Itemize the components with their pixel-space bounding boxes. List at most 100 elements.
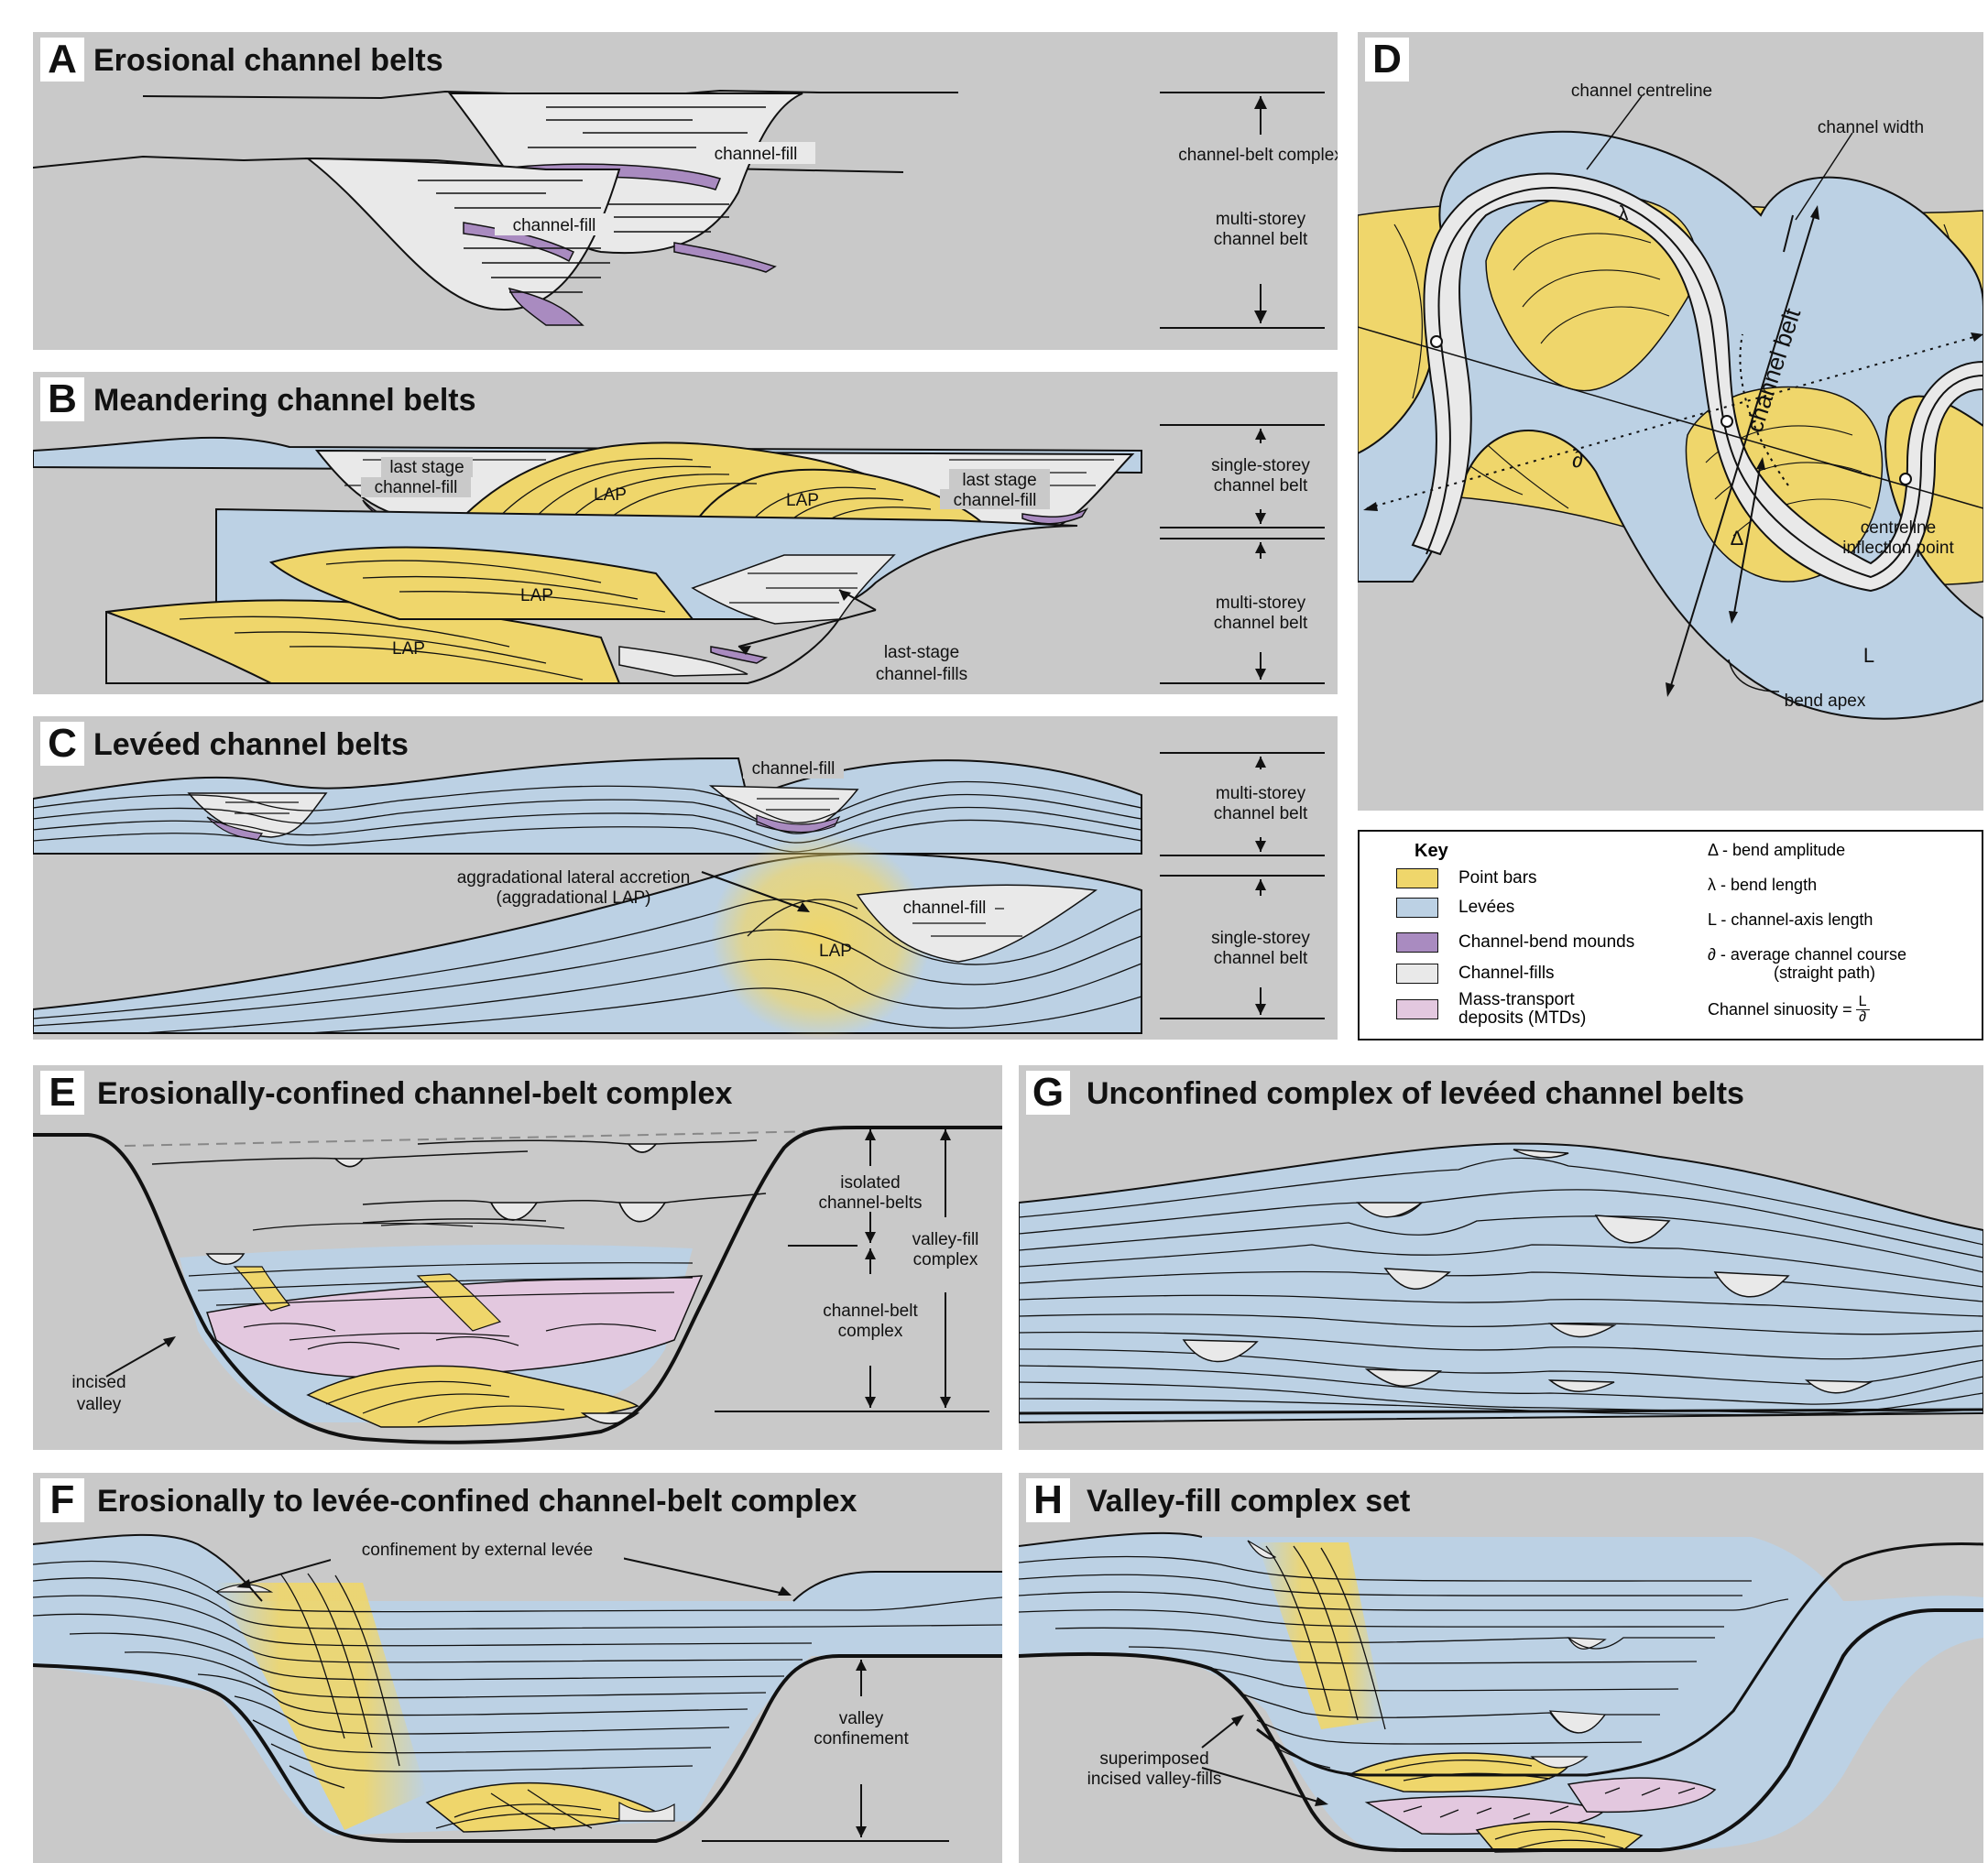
levees-swatch	[1396, 898, 1438, 918]
panel-c-aggr-1: aggradational lateral accretion	[457, 868, 691, 888]
panel-label-f: F	[40, 1477, 84, 1522]
panel-e-incised-2: valley	[77, 1395, 122, 1414]
panel-d-channel-centreline: channel centreline	[1571, 82, 1712, 101]
panel-e-isolated-1: isolated	[840, 1173, 901, 1193]
key-item-channel-fills: Channel-fills	[1396, 962, 1555, 986]
panel-a: A Erosional channel belts channel-fill c…	[33, 32, 1338, 350]
panel-label-a: A	[40, 37, 84, 82]
panel-label-b: B	[40, 376, 84, 421]
panel-b-last-stage-fills-a: last-stage	[884, 643, 959, 662]
panel-g-diagram	[1019, 1142, 1983, 1424]
panel-title-f: Erosionally to levée-confined channel-be…	[97, 1484, 857, 1519]
panel-a-scale: channel-belt complex	[1178, 146, 1338, 165]
panel-label-h: H	[1026, 1477, 1070, 1522]
panel-b-lap-3: LAP	[520, 586, 553, 605]
panel-b-lap-2: LAP	[786, 491, 819, 510]
panel-c: C Levéed channel belts	[33, 716, 1338, 1040]
panel-c-scale-top-1: multi-storey	[1216, 784, 1306, 803]
panel-c-scale-bot-1: single-storey	[1211, 929, 1310, 948]
panel-d-length: L	[1863, 644, 1874, 667]
panel-b-last-stage-2b: channel-fill	[954, 491, 1037, 510]
key-item-levees: Levées	[1396, 896, 1514, 920]
sinuosity-fraction: L ∂	[1855, 995, 1870, 1025]
panel-d-inflection-2: inflection point	[1842, 539, 1954, 558]
panel-a-fill-2: channel-fill	[513, 216, 596, 235]
key-item-mtds-text: Mass-transport deposits (MTDs)	[1458, 991, 1586, 1028]
key-def-straight: (straight path)	[1774, 964, 1876, 982]
panel-label-e: E	[40, 1070, 84, 1115]
panel-d-inflection-1: centreline	[1861, 518, 1936, 538]
panel-label-d: D	[1365, 37, 1409, 82]
sinuosity-denominator: ∂	[1859, 1009, 1867, 1025]
panel-f-valley-2: confinement	[814, 1729, 909, 1749]
key-def-delta: Δ - bend amplitude	[1708, 841, 1846, 859]
panel-b-last-stage-1b: channel-fill	[375, 478, 458, 497]
key-def-length: L - channel-axis length	[1708, 910, 1873, 929]
key-item-label: Mass-transport	[1458, 990, 1575, 1009]
panel-title-g: Unconfined complex of levéed channel bel…	[1087, 1076, 1744, 1111]
key-sinuosity-label: Channel sinuosity =	[1708, 1000, 1852, 1019]
panel-b-scale-bot-1: multi-storey	[1216, 594, 1306, 613]
panel-e-cbc-1: channel-belt	[823, 1302, 918, 1321]
mtds-swatch	[1396, 999, 1438, 1019]
panel-f-valley-1: valley	[839, 1709, 884, 1728]
panel-d-delta: Δ	[1731, 527, 1744, 550]
key-def-lambda: λ - bend length	[1708, 876, 1818, 894]
panel-f-confinement: confinement by external levée	[362, 1541, 593, 1560]
key-def-partial: ∂ - average channel course	[1708, 945, 1907, 964]
panel-c-scale-top-2: channel belt	[1214, 804, 1308, 823]
panel-e: E Erosionally-confined channel-belt comp…	[33, 1065, 1002, 1450]
key-item-label: Point bars	[1458, 868, 1537, 888]
panel-f: F Erosionally to levée-confined channel-…	[33, 1473, 1002, 1863]
panel-a-scale-paren-1: multi-storey	[1216, 210, 1306, 229]
panel-c-diagram: channel-fill channel-fill aggradational …	[33, 752, 1325, 1039]
panel-d-partial: ∂	[1572, 448, 1583, 473]
panel-label-g: G	[1026, 1070, 1070, 1115]
key-title: Key	[1415, 841, 1448, 861]
panel-b-last-stage-1a: last stage	[389, 458, 464, 477]
panel-h-superimposed-1: superimposed	[1099, 1749, 1208, 1769]
key-def-sinuosity: Channel sinuosity = L ∂	[1708, 995, 1870, 1025]
panel-d: D	[1358, 32, 1983, 811]
panel-e-valley-fill-2: complex	[913, 1250, 978, 1269]
panel-a-scale-paren-2: channel belt	[1214, 230, 1308, 249]
panel-d-channel-width: channel width	[1818, 118, 1924, 137]
key-item-point-bars: Point bars	[1396, 866, 1537, 890]
panel-b: B Meandering channel belts	[33, 372, 1338, 694]
panel-e-diagram: incised valley isolated channel-belts va…	[33, 1126, 1002, 1444]
panel-f-diagram: confinement by external levée valley con…	[33, 1533, 1002, 1843]
panel-title-b: Meandering channel belts	[93, 383, 476, 418]
key-item-channel-bend-mounds: Channel-bend mounds	[1396, 931, 1634, 954]
panel-a-diagram: channel-fill channel-fill channel-belt c…	[33, 89, 1338, 329]
panel-h-diagram: superimposed incised valley-fills	[1019, 1531, 1983, 1853]
panel-b-scale-bot-2: channel belt	[1214, 614, 1308, 633]
key-item-label-2: deposits (MTDs)	[1458, 1008, 1587, 1028]
panel-c-scale-bot-2: channel belt	[1214, 949, 1308, 968]
panel-b-lap-1: LAP	[594, 485, 627, 505]
panel-e-valley-fill-1: valley-fill	[912, 1230, 979, 1249]
panel-e-isolated-2: channel-belts	[818, 1193, 922, 1213]
panel-title-e: Erosionally-confined channel-belt comple…	[97, 1076, 733, 1111]
key-item-label: Channel-bend mounds	[1458, 932, 1635, 952]
key-item-label: Channel-fills	[1458, 964, 1555, 983]
panel-e-cbc-2: complex	[838, 1322, 903, 1341]
panel-h-superimposed-2: incised valley-fills	[1087, 1770, 1222, 1789]
panel-a-fill-1: channel-fill	[715, 145, 798, 164]
panel-d-lambda: λ	[1619, 202, 1629, 224]
panel-title-c: Levéed channel belts	[93, 727, 409, 762]
sinuosity-numerator: L	[1855, 995, 1870, 1010]
panel-label-c: C	[40, 721, 84, 766]
panel-b-diagram: last stage channel-fill last stage chann…	[33, 424, 1325, 684]
panel-b-scale-top-1: single-storey	[1211, 456, 1310, 475]
panel-c-aggr-2: (aggradational LAP)	[497, 888, 651, 908]
channel-bend-mounds-swatch	[1396, 932, 1438, 953]
channel-fills-swatch	[1396, 964, 1438, 984]
panel-title-a: Erosional channel belts	[93, 43, 443, 78]
panel-title-h: Valley-fill complex set	[1087, 1484, 1411, 1519]
panel-c-lap: LAP	[819, 942, 852, 961]
panel-b-last-stage-2a: last stage	[962, 471, 1036, 490]
panel-b-scale-top-2: channel belt	[1214, 476, 1308, 496]
panel-e-incised-1: incised	[71, 1373, 126, 1392]
key-item-label: Levées	[1458, 898, 1515, 917]
panel-b-lap-4: LAP	[392, 639, 425, 659]
